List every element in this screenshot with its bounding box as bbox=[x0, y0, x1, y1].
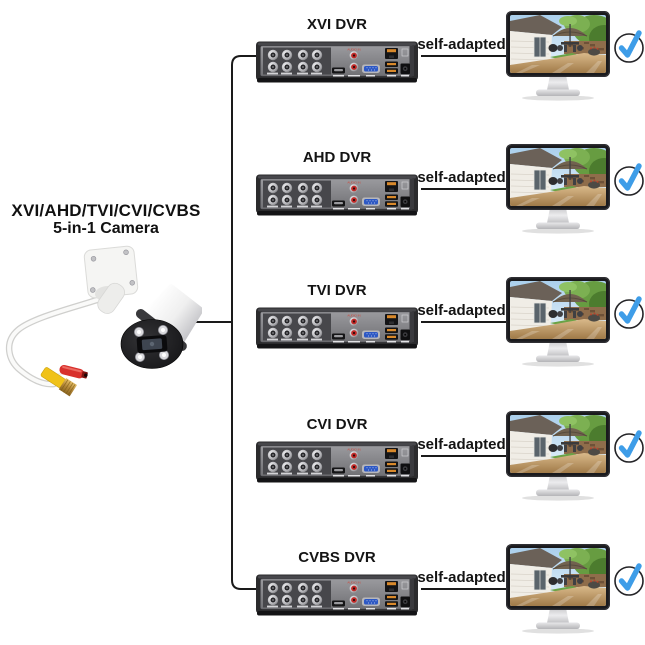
self-adapted-label: self-adapted bbox=[417, 36, 506, 53]
check-circle-icon bbox=[612, 292, 645, 330]
self-adapted-label: self-adapted bbox=[417, 169, 506, 186]
self-adapted-label: self-adapted bbox=[417, 302, 506, 319]
dvr-row-cvbs: CVBS DVR self-adapted bbox=[0, 533, 645, 645]
camera-lens bbox=[136, 335, 168, 354]
dvr-label: CVBS DVR bbox=[298, 549, 376, 566]
dvr-row-tvi: TVI DVR self-adapted bbox=[0, 266, 645, 402]
monitor-image bbox=[506, 544, 610, 634]
camera-title-line1: XVI/AHD/TVI/CVI/CVBS bbox=[11, 201, 201, 220]
dvr-to-monitor-line bbox=[421, 455, 506, 457]
bullet-camera-image bbox=[6, 245, 202, 397]
dvr-to-monitor-line bbox=[421, 321, 506, 323]
dvr-rear-panel-image bbox=[256, 440, 418, 484]
dvr-label: CVI DVR bbox=[306, 416, 368, 433]
dvr-rear-panel-image bbox=[256, 306, 418, 350]
camera-title: XVI/AHD/TVI/CVI/CVBS 5-in-1 Camera bbox=[0, 201, 212, 238]
check-circle-icon bbox=[612, 26, 645, 64]
power-connector bbox=[59, 364, 88, 379]
dvr-rear-panel-image bbox=[256, 573, 418, 617]
dvr-to-monitor-line bbox=[421, 55, 506, 57]
dvr-to-monitor-line bbox=[421, 588, 506, 590]
self-adapted-label: self-adapted bbox=[417, 569, 506, 586]
monitor-image bbox=[506, 277, 610, 367]
check-circle-icon bbox=[612, 559, 645, 597]
check-circle-icon bbox=[612, 159, 645, 197]
camera-led-lights bbox=[133, 325, 169, 363]
check-circle-icon bbox=[612, 426, 645, 464]
self-adapted-label: self-adapted bbox=[417, 436, 506, 453]
dvr-row-cvi: CVI DVR self-adapted bbox=[0, 400, 645, 536]
dvr-label: TVI DVR bbox=[307, 282, 367, 299]
monitor-image bbox=[506, 11, 610, 101]
monitor-image bbox=[506, 411, 610, 501]
dvr-label: XVI DVR bbox=[306, 16, 367, 33]
dvr-rear-panel-image bbox=[256, 173, 418, 217]
camera-title-line2: 5-in-1 Camera bbox=[53, 220, 159, 238]
dvr-label: AHD DVR bbox=[302, 149, 372, 166]
bnc-connector bbox=[40, 367, 78, 397]
dvr-row-ahd: AHD DVR self-adapted bbox=[0, 133, 645, 269]
dvr-to-monitor-line bbox=[421, 188, 506, 190]
dvr-rear-panel-image bbox=[256, 40, 418, 84]
monitor-image bbox=[506, 144, 610, 234]
dvr-row-xvi: XVI DVR self-adapted bbox=[0, 0, 645, 136]
